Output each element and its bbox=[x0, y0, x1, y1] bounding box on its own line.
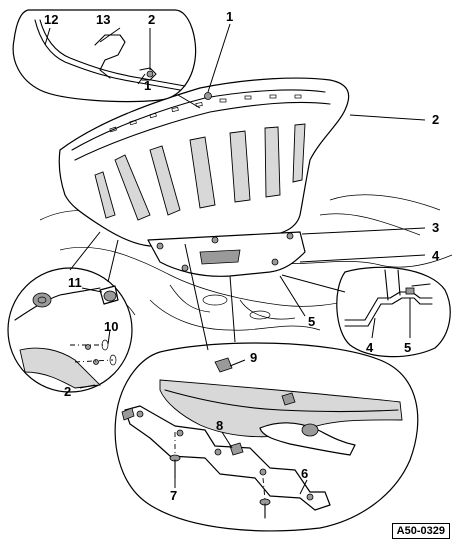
figure-reference-code: A50-0329 bbox=[391, 523, 450, 539]
callout-9: 9 bbox=[250, 350, 257, 365]
callout-13: 13 bbox=[96, 12, 110, 27]
detail-circle-left bbox=[7, 267, 133, 393]
callout-5-detail: 5 bbox=[404, 340, 411, 355]
leader-detail-bottom-b bbox=[229, 275, 236, 343]
callout-4-detail: 4 bbox=[366, 340, 374, 355]
tray-front-holes bbox=[109, 94, 302, 133]
callout-11: 11 bbox=[68, 275, 82, 290]
callout-2-right: 2 bbox=[432, 112, 439, 127]
leader-detail-left-a bbox=[69, 231, 101, 271]
leader-detail-left-b bbox=[107, 239, 119, 283]
callout-4-main: 4 bbox=[432, 248, 440, 263]
callout-10: 10 bbox=[104, 319, 118, 334]
callout-6: 6 bbox=[301, 466, 308, 481]
detail-circle-bracket bbox=[336, 266, 451, 358]
detail-circle-bottom bbox=[114, 342, 419, 532]
callout-2-detail: 2 bbox=[148, 12, 155, 27]
callout-12: 12 bbox=[44, 12, 58, 27]
bolt-7-pair bbox=[169, 454, 271, 519]
tray-vents bbox=[94, 123, 306, 221]
callout-3: 3 bbox=[432, 220, 439, 235]
callout-1-detail: 1 bbox=[144, 78, 151, 93]
callout-labels: 1 1 2 2 2 3 4 4 5 5 6 7 8 9 10 11 12 13 bbox=[44, 9, 440, 503]
leader-detail-top bbox=[177, 94, 201, 109]
callout-5-main: 5 bbox=[308, 314, 315, 329]
callout-leaders bbox=[44, 23, 426, 495]
callout-1-top: 1 bbox=[226, 9, 233, 24]
callout-8: 8 bbox=[216, 418, 223, 433]
callout-2-left: 2 bbox=[64, 384, 71, 399]
leader-detail-right bbox=[281, 274, 346, 293]
noise-insulation-tray bbox=[58, 77, 350, 277]
leader-detail-bottom-a bbox=[184, 243, 209, 351]
callout-7: 7 bbox=[170, 488, 177, 503]
fastening-bolt-top bbox=[204, 92, 212, 100]
